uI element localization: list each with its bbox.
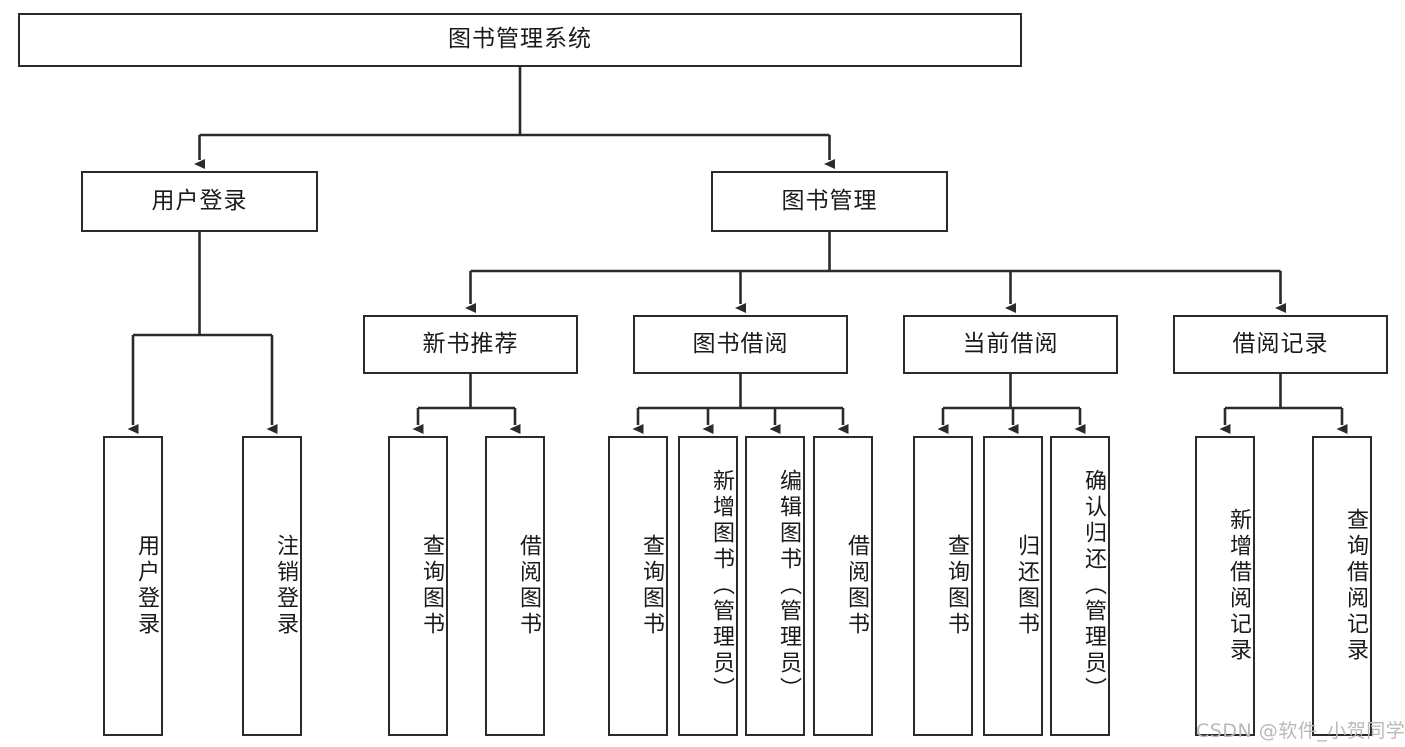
node-label: 借阅记录 [1232, 330, 1329, 357]
node-leaf-return-book: 归还图书 [983, 436, 1043, 736]
node-label: 图书借阅 [692, 330, 789, 357]
node-label: 图书管理系统 [448, 26, 592, 53]
node-root-root: 图书管理系统 [18, 13, 1022, 67]
node-label: 借阅图书 [844, 534, 869, 638]
node-label: 图书管理 [781, 187, 878, 214]
node-label: 新增图书（管理员） [709, 469, 734, 703]
node-leaf-user-logout: 注销登录 [242, 436, 302, 736]
node-current-borrow: 当前借阅 [903, 315, 1118, 374]
node-label: 查询图书 [419, 534, 444, 638]
node-leaf-query-book-3: 查询图书 [913, 436, 973, 736]
node-label: 新增借阅记录 [1226, 508, 1251, 664]
node-label: 当前借阅 [962, 330, 1059, 357]
node-label: 归还图书 [1014, 534, 1039, 638]
csdn-watermark: CSDN @软件_小贺同学 [1196, 720, 1405, 742]
node-leaf-add-record: 新增借阅记录 [1195, 436, 1255, 736]
node-borrow-record: 借阅记录 [1173, 315, 1388, 374]
node-label: 用户登录 [134, 534, 159, 638]
node-user-login: 用户登录 [81, 171, 318, 232]
node-label: 借阅图书 [516, 534, 541, 638]
node-label: 用户登录 [151, 187, 248, 214]
node-label: 编辑图书（管理员） [776, 469, 801, 703]
node-label: 注销登录 [273, 534, 298, 638]
node-leaf-query-book-1: 查询图书 [388, 436, 448, 736]
node-label: 查询借阅记录 [1343, 508, 1368, 664]
node-leaf-add-book: 新增图书（管理员） [678, 436, 738, 736]
node-label: 确认归还（管理员） [1081, 469, 1106, 703]
node-leaf-query-record: 查询借阅记录 [1312, 436, 1372, 736]
node-leaf-user-login: 用户登录 [103, 436, 163, 736]
node-leaf-edit-book: 编辑图书（管理员） [745, 436, 805, 736]
node-label: 查询图书 [944, 534, 969, 638]
node-book-manage: 图书管理 [711, 171, 948, 232]
node-leaf-confirm-return: 确认归还（管理员） [1050, 436, 1110, 736]
node-label: 新书推荐 [422, 330, 519, 357]
node-leaf-borrow-book-2: 借阅图书 [813, 436, 873, 736]
node-label: 查询图书 [639, 534, 664, 638]
node-leaf-query-book-2: 查询图书 [608, 436, 668, 736]
node-new-book-recommend: 新书推荐 [363, 315, 578, 374]
node-leaf-borrow-book-1: 借阅图书 [485, 436, 545, 736]
node-book-borrow: 图书借阅 [633, 315, 848, 374]
